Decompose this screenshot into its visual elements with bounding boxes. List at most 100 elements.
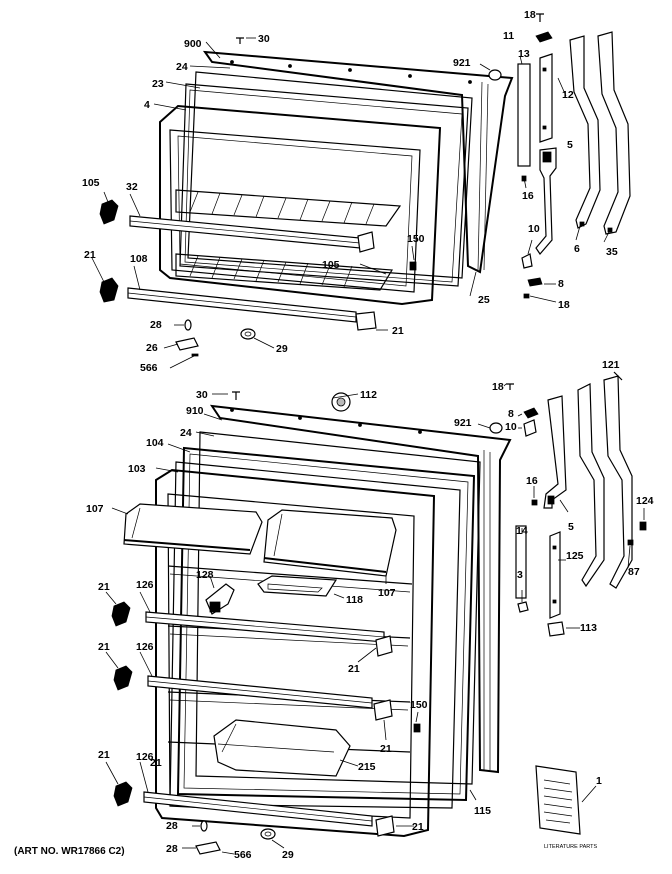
upper-shelf-ribs (175, 189, 402, 291)
callout-upper-105-left: 105 (82, 177, 100, 189)
lower-screw-87 (627, 539, 634, 546)
callout-lower-1: 1 (596, 775, 602, 787)
callout-lower-28-b: 28 (166, 843, 178, 855)
upper-handle-35 (597, 31, 631, 235)
lower-dairy-door-107-right (263, 509, 397, 577)
upper-stop-13 (517, 63, 531, 167)
callout-upper-35: 35 (606, 246, 618, 258)
lower-screw-124 (639, 521, 647, 531)
callout-upper-10: 10 (528, 223, 540, 235)
upper-plug-921 (488, 69, 502, 81)
callout-lower-113: 113 (580, 622, 597, 634)
callout-lower-126-middle: 126 (136, 641, 154, 653)
lower-shelf-clips (111, 601, 395, 837)
literature-book-label: LITERATURE PARTS (544, 844, 598, 850)
callout-upper-8: 8 (558, 278, 564, 290)
upper-handle-6 (569, 35, 601, 229)
upper-top-screws (230, 60, 472, 84)
upper-screw-30 (236, 37, 244, 44)
callout-lower-128-top: 128 (196, 569, 214, 581)
callout-lower-126-bottom: 126 (136, 751, 154, 763)
callout-upper-28: 28 (150, 319, 162, 331)
upper-gasket-23 (179, 83, 469, 287)
upper-leader-lines (91, 37, 611, 369)
lower-gasket-103 (169, 461, 461, 809)
callout-upper-900: 900 (184, 38, 202, 50)
callout-lower-10: 10 (505, 421, 517, 433)
upper-hinge-12 (539, 53, 553, 143)
callout-upper-13: 13 (518, 48, 530, 60)
lower-door-assembly: LITERATURE PARTS (86, 359, 654, 861)
callout-upper-21-right: 21 (392, 325, 404, 337)
callout-upper-26: 26 (146, 342, 158, 354)
lower-inner-liner (155, 468, 436, 838)
callout-lower-14: 14 (516, 525, 528, 537)
callout-upper-29: 29 (276, 343, 288, 355)
lower-bracket-28 (195, 841, 221, 855)
lower-screw-16 (531, 499, 538, 506)
upper-shim-8 (527, 277, 543, 287)
callout-upper-921: 921 (453, 57, 471, 69)
callout-upper-25: 25 (478, 294, 490, 306)
lower-screw-18 (506, 383, 514, 390)
callout-lower-3: 3 (517, 569, 523, 581)
callout-lower-118: 118 (346, 594, 363, 606)
callout-upper-150: 150 (407, 233, 425, 245)
callout-lower-21-e: 21 (98, 749, 110, 761)
callout-lower-21-f: 21 (412, 821, 424, 833)
callout-lower-30: 30 (196, 389, 208, 401)
callout-upper-18-bottom: 18 (558, 299, 570, 311)
callout-lower-21-a: 21 (98, 581, 110, 593)
upper-inner-liner (159, 104, 442, 306)
callout-lower-125: 125 (566, 550, 584, 562)
lower-thermostat-150 (413, 723, 421, 733)
callout-lower-107-right: 107 (378, 587, 396, 599)
lower-bin-215 (213, 719, 351, 777)
callout-upper-21-left: 21 (84, 249, 96, 261)
callout-upper-105-center: 105 (322, 259, 340, 271)
upper-plug-29 (240, 328, 256, 340)
art-number-caption: (ART NO. WR17866 C2) (14, 846, 125, 857)
callout-lower-910: 910 (186, 405, 204, 417)
callout-lower-16: 16 (526, 475, 538, 487)
upper-screw-18-bottom (523, 293, 530, 299)
upper-door-assembly: 18 11 30 900 921 13 24 23 12 4 5 105 32 … (82, 9, 631, 374)
lower-plug-921 (489, 422, 503, 434)
callout-upper-5: 5 (567, 139, 573, 151)
callout-lower-121: 121 (602, 359, 620, 371)
callout-lower-29: 29 (282, 849, 294, 861)
callout-upper-32: 32 (126, 181, 138, 193)
lower-bracket-10 (523, 419, 537, 437)
lower-plug-29 (260, 828, 276, 840)
callout-upper-18: 18 (524, 9, 536, 21)
callout-upper-566: 566 (140, 362, 158, 374)
callout-upper-6: 6 (574, 243, 580, 255)
callout-upper-16: 16 (522, 190, 534, 202)
upper-hinge-pin-11 (535, 31, 553, 43)
lower-leader-lines (105, 383, 645, 855)
callout-lower-18: 18 (492, 381, 504, 393)
lower-handle-121 (577, 383, 605, 588)
callout-lower-21-b: 21 (98, 641, 110, 653)
callout-lower-126-top: 126 (136, 579, 154, 591)
lower-stop-14 (515, 525, 527, 599)
callout-lower-8: 8 (508, 408, 514, 420)
callout-lower-112: 112 (360, 389, 377, 401)
lower-screw-30 (232, 391, 240, 400)
callout-upper-4: 4 (144, 99, 150, 111)
callout-lower-215: 215 (358, 761, 376, 773)
lower-hinge-cover-113 (547, 621, 565, 637)
callout-upper-30: 30 (258, 33, 270, 45)
callout-lower-150: 150 (410, 699, 428, 711)
callout-lower-21-g: 21 (150, 757, 162, 769)
upper-spacer-28 (184, 319, 192, 331)
upper-bracket-26 (175, 337, 199, 351)
lower-hinge-125 (549, 531, 561, 619)
lower-gasket-24 (195, 431, 481, 785)
callout-lower-87: 87 (628, 566, 640, 578)
upper-thermostat-150 (409, 261, 417, 271)
lower-hinge-5 (543, 395, 567, 509)
callout-lower-107-left: 107 (86, 503, 104, 515)
callout-lower-21-c: 21 (348, 663, 360, 675)
